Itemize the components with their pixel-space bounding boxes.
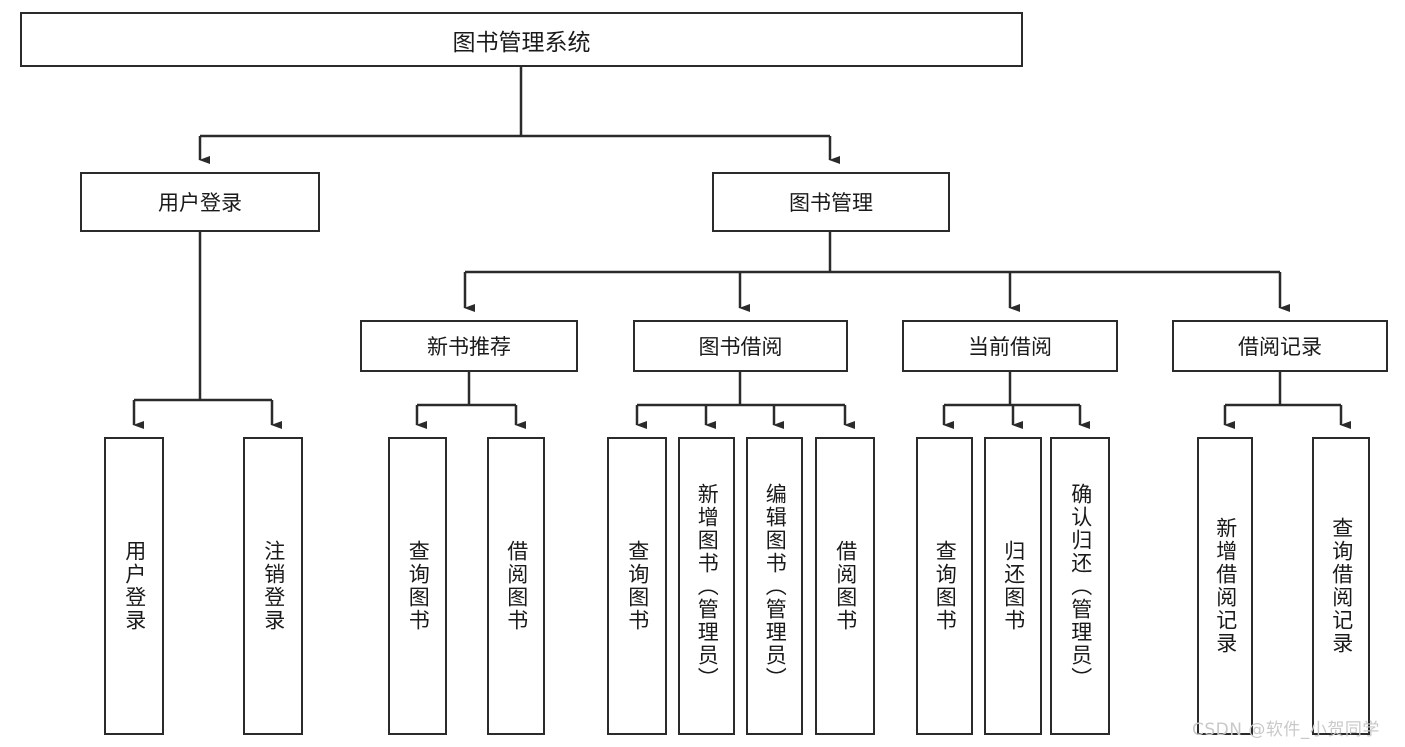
leaf-return-book-label: 归还图书	[1001, 540, 1026, 632]
leaf-add-borrow-record[interactable]: 新增借阅记录	[1197, 437, 1253, 735]
node-new-book-recommend-label: 新书推荐	[427, 335, 511, 359]
node-new-book-recommend[interactable]: 新书推荐	[360, 320, 578, 372]
node-current-borrow[interactable]: 当前借阅	[902, 320, 1118, 372]
leaf-user-login[interactable]: 用户登录	[104, 437, 164, 735]
leaf-logout[interactable]: 注销登录	[243, 437, 303, 735]
node-borrow-record-label: 借阅记录	[1238, 335, 1322, 359]
node-root-label: 图书管理系统	[452, 29, 591, 56]
leaf-edit-book-admin[interactable]: 编辑图书（管理员）	[746, 437, 803, 735]
leaf-confirm-return-admin-label: 确认归还（管理员）	[1068, 482, 1093, 690]
node-book-borrow[interactable]: 图书借阅	[633, 320, 848, 372]
leaf-borrow-book-recommend[interactable]: 借阅图书	[487, 437, 545, 735]
leaf-query-book-recommend[interactable]: 查询图书	[388, 437, 447, 735]
node-book-management[interactable]: 图书管理	[712, 172, 950, 232]
leaf-user-login-label: 用户登录	[122, 540, 147, 632]
leaf-query-borrow-record-label: 查询借阅记录	[1329, 517, 1354, 655]
leaf-query-book-borrow-label: 查询图书	[625, 540, 650, 632]
node-book-management-label: 图书管理	[789, 191, 873, 215]
node-root[interactable]: 图书管理系统	[20, 12, 1023, 67]
node-borrow-record[interactable]: 借阅记录	[1172, 320, 1388, 372]
leaf-query-borrow-record[interactable]: 查询借阅记录	[1312, 437, 1370, 735]
leaf-add-book-admin-label: 新增图书（管理员）	[695, 482, 720, 690]
leaf-confirm-return-admin[interactable]: 确认归还（管理员）	[1050, 437, 1110, 735]
leaf-query-book-current-label: 查询图书	[933, 540, 958, 632]
node-user-login-label: 用户登录	[158, 191, 242, 215]
leaf-logout-label: 注销登录	[261, 540, 286, 632]
leaf-borrow-book[interactable]: 借阅图书	[815, 437, 875, 735]
leaf-borrow-book-recommend-label: 借阅图书	[504, 540, 529, 632]
node-user-login[interactable]: 用户登录	[80, 172, 320, 232]
leaf-add-borrow-record-label: 新增借阅记录	[1213, 517, 1238, 655]
node-current-borrow-label: 当前借阅	[968, 335, 1052, 359]
leaf-query-book-current[interactable]: 查询图书	[916, 437, 973, 735]
watermark: CSDN @软件_小贺同学	[1192, 720, 1380, 740]
leaf-return-book[interactable]: 归还图书	[984, 437, 1042, 735]
node-book-borrow-label: 图书借阅	[698, 335, 783, 359]
leaf-query-book-recommend-label: 查询图书	[406, 540, 431, 632]
leaf-borrow-book-label: 借阅图书	[833, 540, 858, 632]
leaf-add-book-admin[interactable]: 新增图书（管理员）	[678, 437, 735, 735]
leaf-edit-book-admin-label: 编辑图书（管理员）	[763, 482, 788, 690]
leaf-query-book-borrow[interactable]: 查询图书	[607, 437, 667, 735]
